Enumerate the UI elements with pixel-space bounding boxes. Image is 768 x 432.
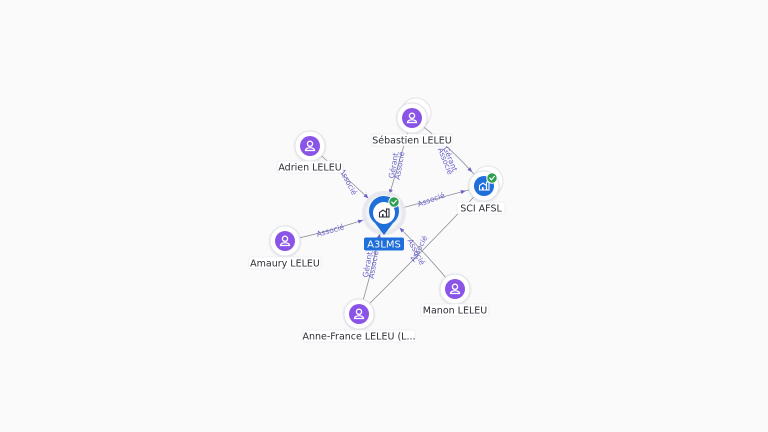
node-label-box [420, 303, 490, 317]
node-label: Anne-France LELEU (L... [302, 331, 415, 342]
node-adrien[interactable]: Adrien LELEU [276, 130, 344, 174]
edge-label: Associé [416, 190, 446, 208]
user-icon [406, 112, 418, 124]
user-icon [304, 140, 316, 152]
edge-arrow-icon [399, 227, 405, 233]
check-badge-icon [486, 172, 498, 184]
node-label-box [276, 160, 344, 174]
node-amaury[interactable]: Amaury LELEU [248, 225, 322, 270]
edge-arrow-icon [376, 233, 381, 239]
edge-label: Gérant [387, 152, 400, 179]
node-label: Adrien LELEU [278, 162, 341, 173]
node-manon[interactable]: Manon LELEU [420, 273, 490, 317]
edge-arrow-icon [460, 190, 466, 194]
user-icon [279, 235, 291, 247]
edge-line [358, 185, 485, 315]
check-badge-icon [388, 196, 400, 208]
user-icon [353, 308, 365, 320]
node-label-box [456, 201, 506, 215]
node-sebastien[interactable]: Sébastien LELEU [371, 97, 453, 147]
node-label-box [302, 329, 416, 343]
edge-label: Gérant [361, 251, 374, 278]
node-annefrance[interactable]: Anne-France LELEU (L... [302, 298, 416, 343]
node-label: Sébastien LELEU [372, 135, 452, 146]
edge-arrow-icon [467, 167, 473, 173]
building-icon [478, 181, 490, 191]
node-label-box [248, 256, 322, 270]
node-label: Manon LELEU [423, 305, 487, 316]
edge-arrow-icon [363, 193, 369, 199]
nodes-layer: Sébastien LELEU Adrien LELEU SCI AFSL Amaur… [248, 97, 506, 343]
node-sciafsl[interactable]: SCI AFSL [456, 165, 506, 215]
node-label: SCI AFSL [460, 203, 502, 214]
node-central-a3lms[interactable]: A3LMS [362, 191, 406, 251]
user-icon [449, 283, 461, 295]
pin-center [373, 202, 395, 224]
node-label-box [371, 133, 453, 147]
central-label-box [364, 237, 404, 251]
edge-label: Associé [315, 222, 345, 239]
node-label: A3LMS [367, 239, 401, 250]
building-icon [378, 208, 390, 218]
edge-arrow-icon [357, 219, 364, 224]
node-label: Amaury LELEU [250, 258, 320, 269]
